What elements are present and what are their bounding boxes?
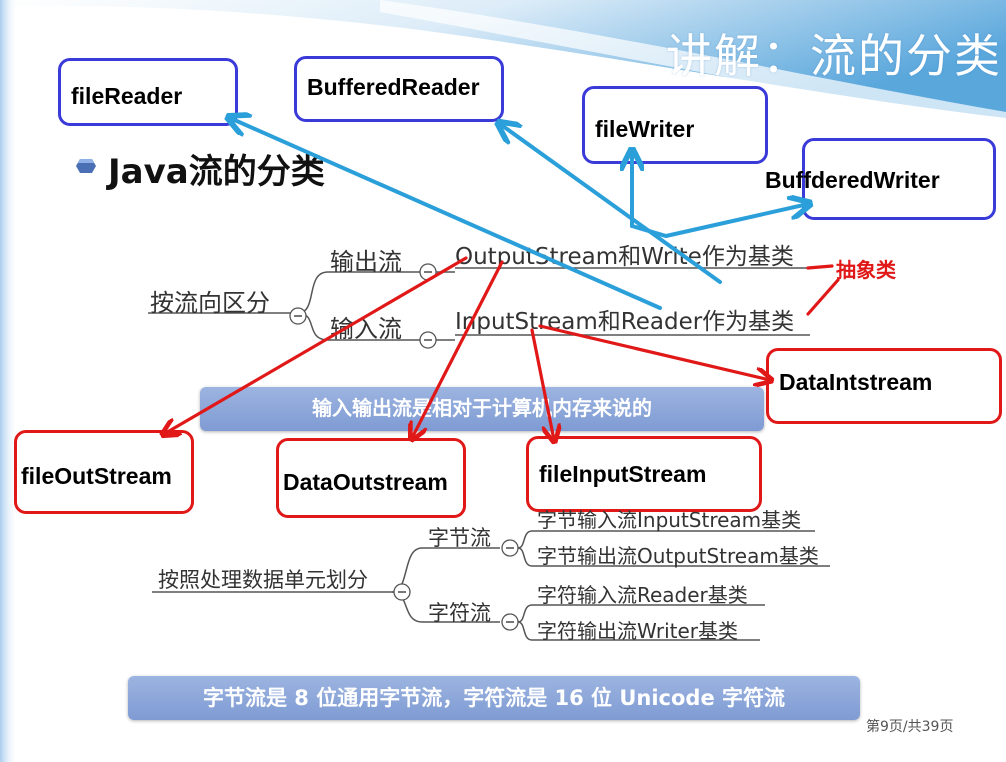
abstract-pointer-top [806, 264, 834, 270]
memory-relative-banner: 输入输出流是相对于计算机内存来说的 [200, 387, 764, 431]
output-branch-label: 输出流 [330, 248, 402, 276]
arrow-to-data-in-stream [538, 324, 770, 380]
data-in-stream-label: DataIntstream [779, 369, 933, 395]
file-input-stream-box: fileInputStream [526, 436, 762, 512]
arrow-to-buffered-reader [500, 124, 722, 284]
arrow-to-file-input-stream [530, 328, 554, 440]
abstract-class-label: 抽象类 [836, 258, 896, 282]
file-reader-box: fileReader [58, 58, 238, 126]
file-out-stream-box: fileOutStream [14, 430, 194, 514]
arrow-to-data-out-stream [412, 260, 504, 438]
arrow-to-buffered-writer [630, 204, 808, 239]
file-writer-box: fileWriter [582, 86, 768, 164]
output-leaf-label: OutputStream和Write作为基类 [455, 244, 794, 270]
byte-input-label: 字节输入流InputStream基类 [537, 508, 802, 532]
file-writer-label: fileWriter [595, 116, 695, 142]
section-heading: Java流的分类 [108, 152, 325, 192]
page-number: 第9页/共39页 [866, 719, 954, 735]
bullet-icon [76, 159, 96, 173]
char-input-label: 字符输入流Reader基类 [537, 583, 748, 607]
data-out-stream-label: DataOutstream [283, 469, 448, 495]
direction-root-label: 按流向区分 [150, 289, 270, 317]
file-reader-label: fileReader [71, 83, 183, 109]
input-leaf-label: InputStream和Reader作为基类 [455, 309, 795, 335]
file-input-stream-label: fileInputStream [539, 461, 707, 487]
buffered-writer-label: BuffderedWriter [765, 167, 940, 193]
byte-branch-label: 字节流 [428, 526, 491, 550]
buffered-writer-box: BuffderedWriter [765, 138, 996, 220]
data-out-stream-box: DataOutstream [276, 438, 466, 518]
byte-char-banner: 字节流是 8 位通用字节流，字符流是 16 位 Unicode 字符流 [128, 676, 860, 720]
unit-root-label: 按照处理数据单元划分 [158, 568, 368, 592]
char-branch-label: 字符流 [428, 601, 491, 625]
char-output-label: 字符输出流Writer基类 [537, 619, 739, 643]
abstract-pointer-bottom [806, 278, 840, 316]
byte-output-label: 字节输出流OutputStream基类 [537, 544, 819, 568]
arrow-to-file-out-stream [164, 256, 468, 434]
buffered-reader-label: BufferedReader [307, 74, 480, 100]
arrow-to-file-reader [230, 118, 662, 310]
slide-title: 讲解：流的分类 [666, 29, 1002, 83]
data-in-stream-box: DataIntstream [766, 348, 1002, 424]
file-out-stream-label: fileOutStream [21, 463, 172, 489]
buffered-reader-box: BufferedReader [294, 56, 504, 122]
